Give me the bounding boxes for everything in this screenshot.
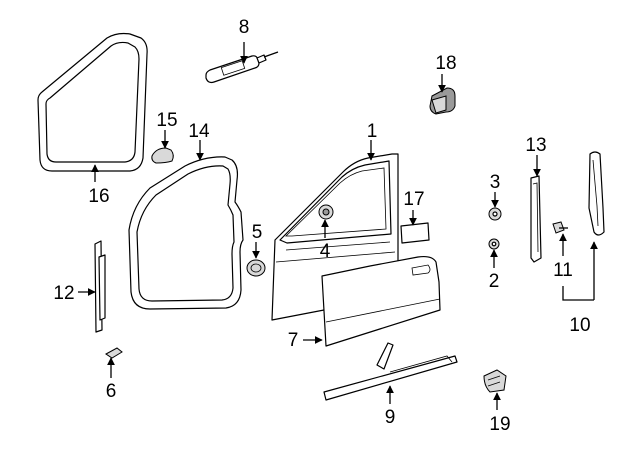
callout-18: 18	[435, 53, 456, 74]
callout-4: 4	[320, 241, 331, 262]
callout-13: 13	[525, 135, 546, 156]
callout-2: 2	[489, 271, 500, 292]
part-4-check	[318, 204, 334, 220]
part-14-door-weatherstrip	[128, 156, 244, 310]
callout-11: 11	[553, 260, 573, 281]
callout-1: 1	[367, 121, 378, 142]
callout-14: 14	[188, 121, 210, 142]
part-15-pad	[151, 147, 174, 164]
part-6-clip	[105, 347, 123, 359]
leader-lines	[78, 42, 598, 410]
part-18-clip	[429, 87, 456, 115]
callout-6: 6	[106, 381, 117, 402]
part-7-outer-panel	[321, 255, 441, 347]
part-19-clip	[483, 369, 507, 393]
part-16-body-weatherstrip	[37, 32, 148, 172]
part-8-adhesive-tube	[205, 51, 279, 84]
part-12-pillar-trim	[94, 240, 106, 333]
callout-16: 16	[88, 186, 109, 207]
part-10-seal-strip	[588, 151, 605, 236]
part-3-nut	[488, 207, 502, 221]
part-5-plug	[246, 259, 266, 277]
part-13-weatherstrip	[530, 175, 542, 263]
callout-15: 15	[156, 110, 177, 131]
callout-8: 8	[239, 17, 250, 38]
part-11-bolt	[552, 221, 568, 234]
part-2-washer	[488, 238, 500, 250]
callout-17: 17	[403, 189, 424, 210]
callout-5: 5	[252, 222, 263, 243]
callout-7: 7	[288, 330, 299, 351]
callout-9: 9	[385, 407, 396, 428]
callout-3: 3	[490, 172, 501, 193]
part-9-rocker-molding	[323, 342, 458, 401]
callout-10: 10	[569, 315, 590, 336]
callout-19: 19	[489, 414, 510, 435]
part-17-label	[400, 222, 430, 244]
callout-12: 12	[53, 283, 74, 304]
